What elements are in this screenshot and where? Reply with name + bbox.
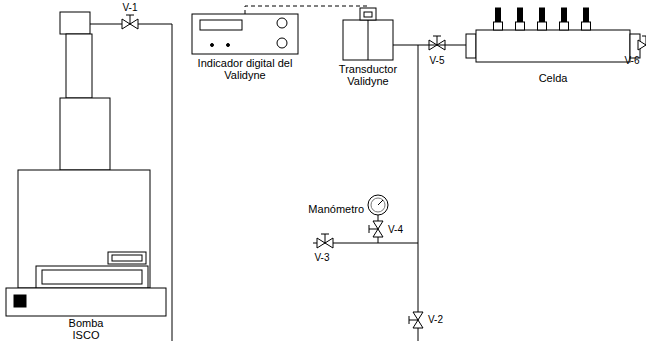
cell-port [538, 22, 547, 30]
node-label: Transductor Validyne [331, 63, 405, 87]
cell-node: Celda [466, 6, 640, 62]
cell-port [516, 22, 525, 30]
cell-port [494, 22, 503, 30]
pipes [90, 24, 646, 341]
gauge-node: Manómetro [368, 195, 388, 215]
transducer-node: Transductor Validyne [343, 8, 393, 60]
core-cell [466, 8, 640, 62]
valve-label: V-1 [122, 2, 137, 13]
cell-port [540, 8, 545, 22]
valve-label: V-4 [388, 224, 403, 235]
pump-node: Bomba ISCO [6, 12, 166, 316]
cell-port [584, 8, 589, 22]
cell-port [562, 8, 567, 22]
valve-label: V-5 [429, 55, 444, 66]
node-label: Indicador digital del Validyne [195, 57, 295, 81]
digital-indicator [192, 14, 298, 54]
node-label: Bomba ISCO [56, 317, 116, 341]
valve-label: V-2 [428, 314, 443, 325]
cell-port [518, 8, 523, 22]
node-label: Manómetro [308, 203, 364, 215]
valve-label: V-3 [314, 252, 329, 263]
node-label: Celda [523, 72, 583, 84]
pipe-line [393, 45, 466, 46]
isco-pump [6, 12, 166, 316]
valve-label: V-6 [624, 55, 639, 66]
pressure-gauge [368, 195, 388, 215]
cell-port [496, 8, 501, 22]
signal-cable [245, 6, 368, 14]
indicator-node: Indicador digital del Validyne [192, 14, 298, 54]
valves [122, 15, 646, 328]
cell-port [582, 22, 591, 30]
cell-port [560, 22, 569, 30]
pressure-transducer [343, 8, 393, 60]
